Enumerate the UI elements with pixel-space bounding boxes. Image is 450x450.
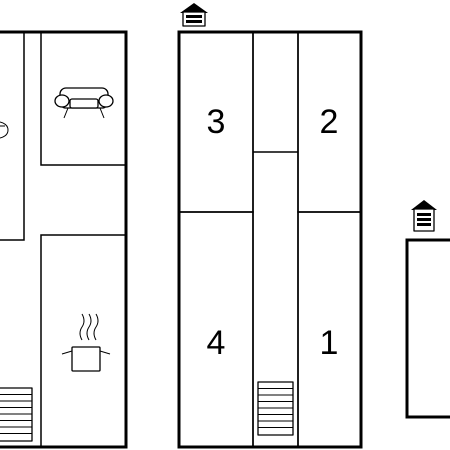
cooking-pot-icon (61, 313, 111, 372)
right-building-outline (405, 238, 450, 419)
entrance-icon (180, 3, 208, 27)
stairs-middle (257, 381, 294, 436)
middle-building: 3 2 4 1 (177, 3, 363, 449)
room-1-number: 1 (320, 324, 339, 362)
room-4 (178, 211, 254, 448)
stairs-left (0, 387, 33, 442)
room-4-number: 4 (207, 324, 226, 362)
sofa-icon (54, 87, 114, 119)
right-building (405, 200, 450, 419)
bed-icon (0, 121, 9, 139)
room-2-number: 2 (320, 103, 339, 141)
living-room (40, 31, 127, 166)
left-building (0, 30, 128, 449)
room-1 (297, 211, 362, 448)
bedroom-partition (0, 32, 25, 241)
room-3-number: 3 (207, 103, 226, 141)
entrance-icon (411, 200, 437, 232)
kitchen (40, 234, 127, 448)
